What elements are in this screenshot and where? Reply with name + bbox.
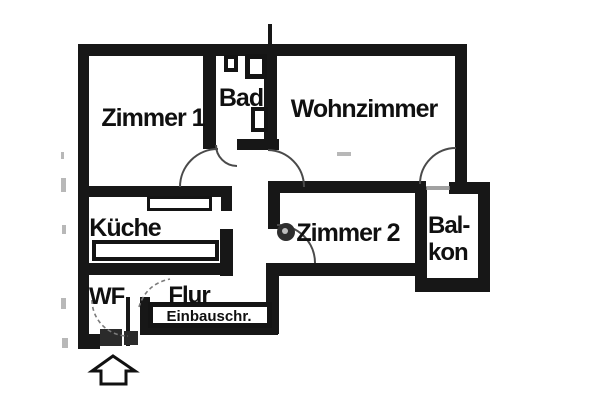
zimmer1-door-arc <box>179 148 219 188</box>
balkon-threshold <box>426 186 450 190</box>
bad-sink-inner <box>228 59 234 68</box>
noise-mark <box>62 338 68 348</box>
door-arcs <box>91 144 457 337</box>
label-wohnzimmer: Wohnzimmer <box>291 95 439 123</box>
label-zimmer2: Zimmer 2 <box>296 219 399 247</box>
label-zimmer1: Zimmer 1 <box>101 104 205 132</box>
einbauschrank-bottom-wall <box>140 326 278 335</box>
entry-wall-stub <box>78 334 100 349</box>
einbauschrank-box-inner <box>153 307 267 323</box>
wohnzimmer-door-arc <box>267 149 305 188</box>
noise-mark <box>61 152 64 159</box>
fixtures <box>92 54 272 328</box>
zimmer2-top-wall <box>268 181 426 193</box>
pipe-line <box>268 24 272 46</box>
wc-door-arc <box>91 299 129 337</box>
label-balkon-line2: kon <box>428 239 468 266</box>
zimmer1-bad-wall <box>203 46 216 149</box>
noise-mark <box>61 298 66 309</box>
room-labels: Zimmer 1 Bad Wohnzimmer Küche Zimmer 2 B… <box>89 84 471 325</box>
label-bad: Bad <box>219 84 263 112</box>
label-kueche: Küche <box>89 214 162 242</box>
noise-mark <box>62 225 66 234</box>
wc-partition-wall <box>126 297 130 346</box>
entry-door-arc <box>138 278 171 308</box>
kueche-counter-bottom-inner <box>96 244 215 257</box>
label-flur: Flur <box>168 282 210 309</box>
balkon-door-arc <box>419 147 457 185</box>
kueche-counter-top-inner <box>150 199 209 208</box>
label-einbauschrank: Einbauschr. <box>166 308 251 325</box>
balkon-bottom-wall <box>415 278 490 292</box>
zimmer2-bottom-wall <box>268 263 421 276</box>
zimmer2-door-knob-center <box>282 228 288 234</box>
bad-toilet-inner <box>255 111 264 128</box>
bad-basin-inner <box>250 59 262 74</box>
label-balkon-line1: Bal- <box>428 212 470 239</box>
noise-mark <box>61 178 66 192</box>
wohnzimmer-right-wall <box>455 44 467 192</box>
noise-mark <box>337 152 351 156</box>
entrance-arrow-icon <box>87 354 140 386</box>
label-wc: WF <box>89 283 125 310</box>
scan-noise <box>61 152 351 348</box>
zimmer2-left-wall <box>268 187 280 229</box>
kueche-bottom-wall <box>86 263 233 275</box>
entry-door-post <box>124 331 138 345</box>
kueche-door-stub <box>221 186 232 211</box>
einbauschrank-left-wall <box>140 297 150 333</box>
balkon-right-wall <box>478 184 490 292</box>
balkon-left-wall <box>415 187 427 292</box>
bad-bottom-wall <box>237 139 279 150</box>
entry-door-leaf <box>100 329 122 346</box>
kueche-top-wall <box>78 186 232 197</box>
bad-door-arc <box>215 144 238 167</box>
